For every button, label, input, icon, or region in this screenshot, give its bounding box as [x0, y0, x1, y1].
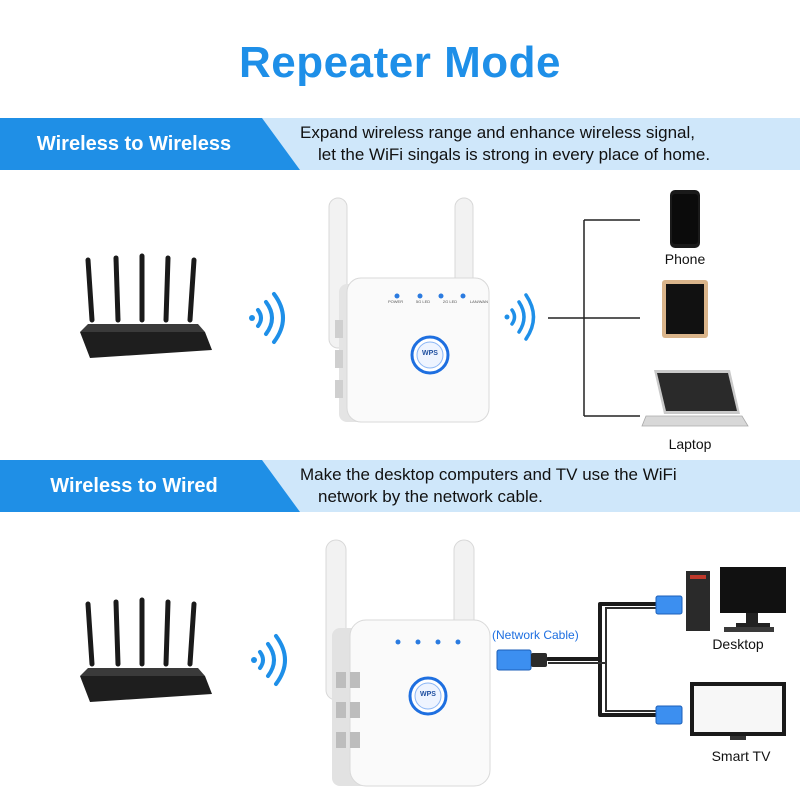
wps-label: WPS	[422, 350, 438, 357]
led-labels: POWER 5G LED 2G LED LAN/WAN	[388, 299, 488, 304]
desc-line: Expand wireless range and enhance wirele…	[300, 123, 696, 142]
section-description: Expand wireless range and enhance wirele…	[300, 122, 790, 166]
repeater-icon	[325, 539, 491, 787]
led-label: 5G LED	[415, 299, 431, 304]
desktop-icon	[686, 567, 786, 632]
router-icon	[80, 253, 212, 358]
device-label-smart-tv: Smart TV	[711, 748, 771, 764]
section-description: Make the desktop computers and TV use th…	[300, 464, 790, 508]
device-label-desktop: Desktop	[712, 636, 764, 652]
section-label: Wireless to Wired	[50, 475, 218, 497]
desc-line: Make the desktop computers and TV use th…	[300, 465, 677, 484]
tv-icon	[690, 682, 786, 740]
phone-icon	[670, 190, 700, 248]
repeater-icon	[328, 197, 490, 423]
led-label: 2G LED	[442, 299, 458, 304]
desc-line: network by the network cable.	[318, 487, 543, 506]
network-cable-label: (Network Cable)	[492, 628, 579, 642]
wifi-signal-icon	[504, 293, 536, 341]
desc-line: let the WiFi singals is strong in every …	[318, 145, 711, 164]
wifi-signal-icon	[249, 292, 285, 344]
banner-wireless-to-wireless: Wireless to Wireless Expand wireless ran…	[0, 118, 800, 170]
section-label: Wireless to Wireless	[36, 133, 232, 155]
laptop-icon	[641, 370, 749, 427]
router-icon	[80, 597, 212, 702]
device-label-phone: Phone	[664, 251, 706, 267]
wifi-signal-icon	[251, 634, 287, 686]
device-label-laptop: Laptop	[668, 436, 712, 452]
tablet-icon	[662, 280, 708, 338]
page-title: Repeater Mode	[239, 38, 561, 87]
led-label: LAN/WAN	[469, 299, 488, 304]
ethernet-plug-icon	[655, 595, 683, 615]
banner-wireless-to-wired: Wireless to Wired Make the desktop compu…	[0, 460, 800, 512]
ethernet-plug-icon	[496, 649, 547, 671]
led-label: POWER	[388, 299, 404, 304]
wps-label: WPS	[420, 691, 436, 698]
ethernet-plug-icon	[655, 705, 683, 725]
